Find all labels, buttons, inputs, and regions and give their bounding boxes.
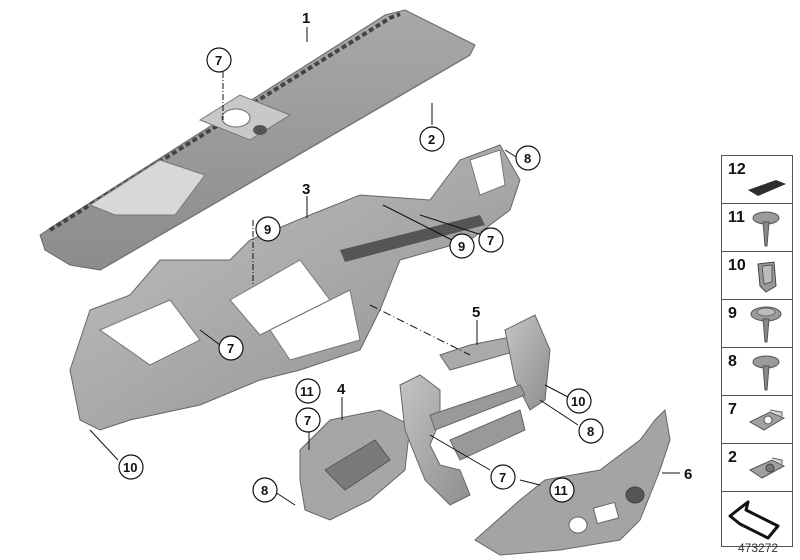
callout-7-mid: 7	[218, 335, 244, 361]
callout-8-right: 8	[578, 418, 604, 444]
svg-text:8: 8	[261, 483, 268, 498]
svg-text:8: 8	[587, 424, 594, 439]
part-number-4: 4	[337, 381, 346, 398]
legend-item-11: 11	[722, 204, 792, 252]
screw-icon	[752, 211, 780, 247]
clip-nut-icon	[748, 457, 786, 479]
screw-icon	[752, 355, 780, 391]
legend-item-arrow	[722, 492, 792, 546]
arrow-icon	[728, 500, 780, 540]
legend-item-7: 7	[722, 396, 792, 444]
svg-text:10: 10	[123, 460, 137, 475]
small-parts-legend: 12 11 10 9 8 7 2	[721, 155, 793, 547]
svg-text:9: 9	[458, 239, 465, 254]
callout-9-right: 9	[449, 233, 475, 259]
svg-text:7: 7	[304, 413, 311, 428]
knee-bolster-part	[299, 409, 411, 521]
svg-text:7: 7	[499, 470, 506, 485]
svg-text:11: 11	[554, 483, 568, 498]
callout-10-right: 10	[566, 388, 592, 414]
legend-item-10: 10	[722, 252, 792, 300]
svg-text:2: 2	[428, 132, 435, 147]
part-number-5: 5	[472, 304, 480, 321]
svg-text:9: 9	[264, 222, 271, 237]
svg-text:8: 8	[524, 151, 531, 166]
callout-7-top: 7	[206, 47, 232, 73]
foam-pad-icon	[748, 180, 786, 196]
callout-7-part4: 7	[295, 407, 321, 433]
part-number-3: 3	[302, 181, 310, 198]
part-number-1: 1	[302, 10, 310, 27]
support-bracket-part	[399, 314, 551, 506]
cross-car-frame-part	[69, 144, 521, 431]
diagram-reference-number: 473272	[738, 541, 779, 555]
callout-10-left: 10	[118, 454, 144, 480]
leader-lines	[89, 27, 680, 506]
callout-8-bottom: 8	[252, 477, 278, 503]
speed-nut-icon	[748, 409, 786, 431]
legend-item-2: 2	[722, 444, 792, 492]
svg-text:7: 7	[487, 233, 494, 248]
callout-9-left: 9	[255, 216, 281, 242]
legend-item-9: 9	[722, 300, 792, 348]
legend-item-8: 8	[722, 348, 792, 396]
part-numbers: 1 3 4 5 6	[302, 10, 692, 483]
legend-item-12: 12	[722, 156, 792, 204]
callout-8-top: 8	[515, 145, 541, 171]
callout-7-bottom: 7	[490, 464, 516, 490]
callout-11-left: 11	[295, 378, 321, 404]
callout-7-right: 7	[478, 227, 504, 253]
svg-text:7: 7	[227, 341, 234, 356]
callout-2: 2	[419, 126, 445, 152]
svg-text:7: 7	[215, 53, 222, 68]
svg-text:11: 11	[300, 384, 314, 399]
callout-11-bottom: 11	[549, 477, 575, 503]
svg-text:10: 10	[571, 394, 585, 409]
part-number-6: 6	[684, 466, 692, 483]
screw-washer-icon	[750, 306, 782, 343]
center-console-trim-part	[474, 408, 671, 556]
clip-icon	[757, 261, 777, 293]
circled-callouts: 7 2 8 9 9 7 7 10 11 7 8 10 8 7 11	[118, 47, 604, 503]
